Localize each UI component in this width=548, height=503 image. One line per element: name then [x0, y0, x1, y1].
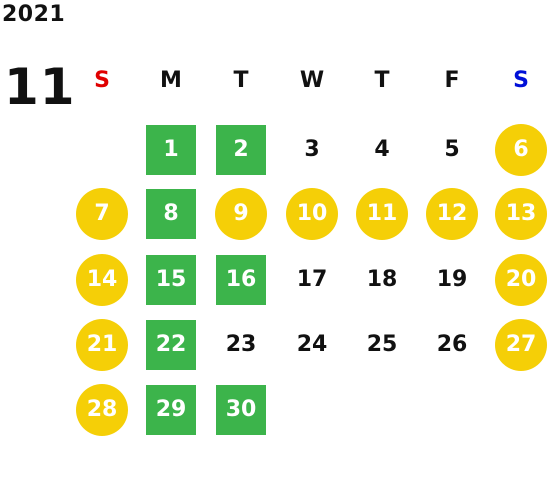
- day-cell[interactable]: 22: [146, 320, 196, 370]
- day-cell[interactable]: 8: [146, 189, 196, 239]
- day-cell[interactable]: 7: [76, 188, 128, 240]
- day-cell[interactable]: 4: [374, 137, 390, 162]
- day-cell[interactable]: 12: [426, 188, 478, 240]
- day-cell[interactable]: 15: [146, 255, 196, 305]
- day-cell[interactable]: 28: [76, 384, 128, 436]
- day-cell[interactable]: 14: [76, 254, 128, 306]
- day-cell[interactable]: 11: [356, 188, 408, 240]
- day-cell[interactable]: 19: [436, 267, 468, 292]
- day-cell[interactable]: 29: [146, 385, 196, 435]
- day-cell[interactable]: 5: [444, 137, 460, 162]
- month-number: 11: [4, 58, 76, 116]
- weekday-header: T: [374, 68, 390, 93]
- day-cell[interactable]: 16: [216, 255, 266, 305]
- day-cell[interactable]: 27: [495, 319, 547, 371]
- weekday-header: S: [94, 68, 110, 93]
- day-cell[interactable]: 26: [436, 332, 468, 357]
- day-cell[interactable]: 23: [225, 332, 257, 357]
- day-cell[interactable]: 6: [495, 124, 547, 176]
- day-cell[interactable]: 10: [286, 188, 338, 240]
- day-cell[interactable]: 17: [296, 267, 328, 292]
- day-cell[interactable]: 30: [216, 385, 266, 435]
- day-cell[interactable]: 9: [215, 188, 267, 240]
- weekday-header: S: [513, 68, 529, 93]
- day-cell[interactable]: 20: [495, 254, 547, 306]
- day-cell[interactable]: 13: [495, 188, 547, 240]
- day-cell[interactable]: 2: [216, 125, 266, 175]
- day-cell[interactable]: 24: [296, 332, 328, 357]
- day-cell[interactable]: 21: [76, 319, 128, 371]
- year-label: 2021: [2, 2, 66, 27]
- day-cell[interactable]: 25: [366, 332, 398, 357]
- day-cell[interactable]: 3: [304, 137, 320, 162]
- weekday-header: W: [299, 68, 325, 93]
- day-cell[interactable]: 18: [366, 267, 398, 292]
- weekday-header: F: [444, 68, 460, 93]
- weekday-header: M: [160, 68, 182, 93]
- weekday-header: T: [233, 68, 249, 93]
- day-cell[interactable]: 1: [146, 125, 196, 175]
